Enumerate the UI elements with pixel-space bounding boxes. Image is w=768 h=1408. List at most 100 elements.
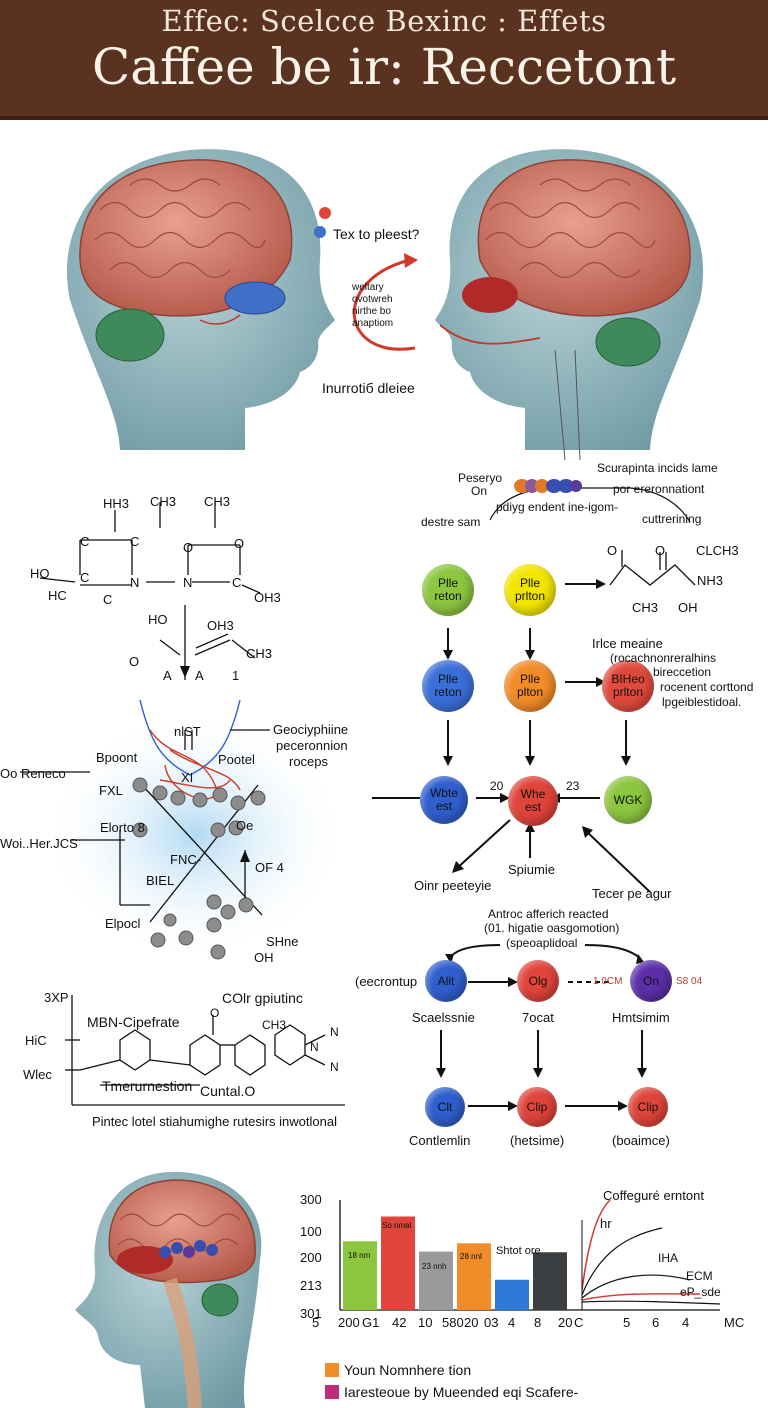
receptor-label-right-mid: por ereronnationt xyxy=(613,482,705,496)
bar-data-label: 18 nm xyxy=(348,1251,371,1260)
arrow-note-1: weltary xyxy=(352,282,384,293)
lower-left-label: (eecrontup xyxy=(355,974,418,989)
mol-label-1: 1 xyxy=(232,668,240,683)
flow-node-5: BIHeo prlton xyxy=(602,660,654,712)
mol-label-a-1: A xyxy=(163,668,172,683)
receptor-molecule xyxy=(514,479,582,493)
x-tick-label: MC xyxy=(724,1315,744,1330)
flow-num-left: 20 xyxy=(490,779,504,793)
flow-mol-nh3: NH3 xyxy=(697,573,724,588)
x-tick-label: 580 xyxy=(442,1315,464,1330)
flow-side-note-1: Irlce meaine xyxy=(592,636,663,651)
mol-label-hh3: HH3 xyxy=(103,496,130,511)
pathway-n-o: O xyxy=(210,1006,220,1020)
bar-2 xyxy=(381,1216,415,1310)
flow-node-8: WGK xyxy=(604,776,652,824)
x-tick-label: 5 xyxy=(312,1315,319,1330)
pathway-wc: Wlec xyxy=(23,1067,52,1082)
molecule-structure-top xyxy=(39,502,261,680)
lower-node-b: Olg xyxy=(517,960,559,1002)
flow-mol-ch3: CH3 xyxy=(632,600,659,615)
receptor-label-left-top: Peseryo xyxy=(458,471,503,485)
mol-label-c-4: C xyxy=(232,575,242,590)
lower-node-d: Clt xyxy=(425,1087,465,1127)
y-tick-label: 200 xyxy=(300,1250,322,1265)
receptor-wol: Woi..Her.JCS xyxy=(0,836,78,851)
receptor-cluster-diagram xyxy=(20,699,350,960)
pathway-n-2: N xyxy=(310,1040,319,1054)
x-tick-label: 42 xyxy=(392,1315,406,1330)
x-tick-label: 200 xyxy=(338,1315,360,1330)
receptor-strip xyxy=(489,479,691,523)
line-label: IHA xyxy=(658,1251,678,1265)
bar-4 xyxy=(457,1243,491,1310)
flow-caption-right: Tecer pe agur xyxy=(592,886,672,901)
flow-node-8-label: WGK xyxy=(613,792,643,807)
bar-data-label: 28 nnl xyxy=(460,1252,482,1261)
receptor-label-center: pdiyg endent ine-igom- xyxy=(496,500,619,514)
mol-label-n-1: N xyxy=(130,575,140,590)
lower-header-1: Antroc afferich reacted xyxy=(488,907,609,921)
y-tick-label: 300 xyxy=(300,1192,322,1207)
legend-swatch-2 xyxy=(325,1385,339,1399)
lower-node-a: Alit xyxy=(425,960,467,1002)
mol-label-oh3-a: OH3 xyxy=(254,590,281,605)
lower-header-3: (speoaplidoal xyxy=(506,936,578,950)
flow-node-2: Plle prlton xyxy=(504,564,556,616)
receptor-shne: SHne xyxy=(266,934,299,949)
x-tick-label: G1 xyxy=(362,1315,379,1330)
chart-bars xyxy=(343,1216,567,1310)
pathway-n-3: N xyxy=(330,1060,339,1074)
y-tick-label: 213 xyxy=(300,1278,322,1293)
receptor-label-left-bottom: On xyxy=(471,484,488,498)
mol-label-o-2: O xyxy=(234,536,245,551)
flow-right-connectors xyxy=(372,550,696,893)
flow-node-2-label: Plle prlton xyxy=(514,576,546,603)
header-subtitle: Effec: Scelcce Bexinc : Effets xyxy=(161,4,607,38)
lower-header-2: (01. higatie oasgomotion) xyxy=(484,921,620,935)
line-label: eP_sde xyxy=(680,1285,721,1299)
flow-mol-oh: OH xyxy=(678,600,698,615)
flow-node-4: Plle plton xyxy=(504,660,556,712)
receptor-bpocti: Bpoont xyxy=(96,750,138,765)
legend-swatch-1 xyxy=(325,1363,339,1377)
pathway-mbn: MBN-Cipefrate xyxy=(87,1014,180,1030)
receptor-oh: OH xyxy=(254,950,274,965)
line-label: hr xyxy=(600,1216,612,1231)
left-blue-region xyxy=(224,281,286,315)
pathway-title: COlr gpiutinc xyxy=(222,990,303,1006)
brain-heads-illustration xyxy=(66,149,704,460)
mol-label-n-2: N xyxy=(183,575,193,590)
lower-node-b-label: Olg xyxy=(528,973,548,988)
x-tick-label: 6 xyxy=(652,1315,659,1330)
receptor-left-label: Oo Reneco xyxy=(0,766,66,781)
pathway-ch3: CH3 xyxy=(262,1018,287,1032)
mol-label-ho-2: HO xyxy=(148,612,168,627)
legend-label-2: Iaresteoue by Mueended eqi Scafere- xyxy=(344,1384,579,1400)
bar-data-label: So nmal xyxy=(382,1221,412,1230)
arrow-note-4: anaptiom xyxy=(352,318,394,329)
y-tick-label: 301 xyxy=(300,1306,322,1321)
curve-red-flat xyxy=(581,1293,701,1301)
receptor-oe: Oe xyxy=(236,818,254,833)
right-cerebellum xyxy=(595,317,661,367)
flow-caption-left: Oinr peeteyie xyxy=(414,878,492,893)
mol-label-ho: HO xyxy=(30,566,50,581)
flow-node-7-label: Whe est xyxy=(520,787,546,814)
pathway-top-left: 3XP xyxy=(44,990,69,1005)
mol-label-c-1: C xyxy=(80,534,90,549)
mol-label-c-2: C xyxy=(130,534,140,549)
mol-label-o-1: O xyxy=(183,540,194,555)
bar-1 xyxy=(343,1241,377,1310)
chart-lines xyxy=(581,1199,721,1310)
x-tick-label: 4 xyxy=(682,1315,689,1330)
pathway-bottom-left: Tmerurnestion xyxy=(102,1078,193,1094)
flow-node-7: Whe est xyxy=(508,776,558,826)
x-tick-label: C xyxy=(574,1315,583,1330)
flow-side-note-3: bireccetion xyxy=(653,665,712,679)
lower-caption-1b: 7ocat xyxy=(522,1010,554,1025)
receptor-bel: BIEL xyxy=(146,873,175,888)
flow-node-4-label: Plle plton xyxy=(516,672,544,699)
receptor-title-a: Geociyphiine xyxy=(273,722,349,737)
